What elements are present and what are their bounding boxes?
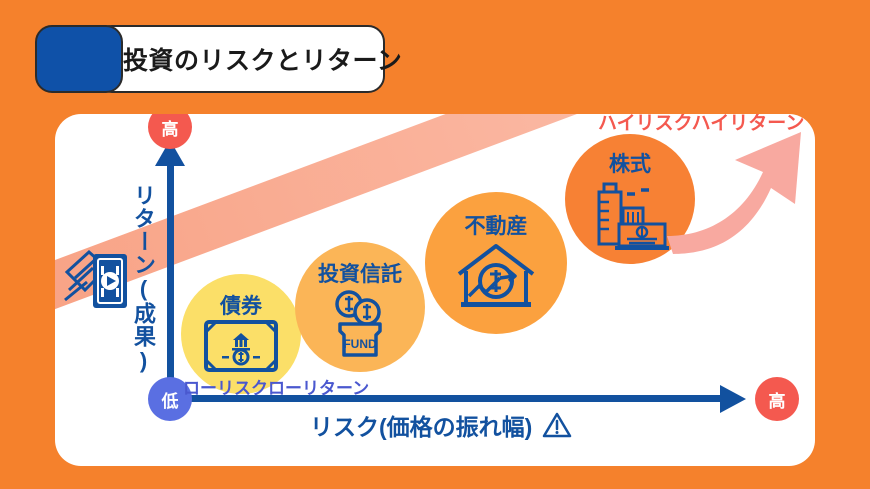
x-axis-arrowhead-icon bbox=[720, 385, 746, 413]
title-color-chip bbox=[35, 25, 123, 93]
origin-low-badge: 低 bbox=[148, 377, 192, 421]
bubble-stock-label: 株式 bbox=[609, 153, 651, 176]
x-axis-high-badge: 高 bbox=[755, 377, 799, 421]
bubble-bond-label: 債券 bbox=[220, 295, 262, 318]
up-right-arrow-icon bbox=[655, 124, 815, 254]
title-plate: 投資のリスクとリターン bbox=[95, 25, 402, 93]
banknote-bank-icon bbox=[204, 320, 278, 377]
x-axis-label: リスク(価格の振れ幅) bbox=[310, 414, 533, 440]
x-axis-label-group: リスク(価格の振れ幅) bbox=[310, 408, 572, 442]
warning-triangle-icon bbox=[542, 411, 572, 439]
house-dollar-icon bbox=[453, 240, 539, 317]
bubble-real-estate[interactable]: 不動産 bbox=[425, 192, 567, 334]
low-risk-caption: ローリスクローリターン bbox=[183, 379, 370, 398]
page-title: 投資のリスクとリターン bbox=[123, 47, 403, 75]
x-axis-line bbox=[167, 395, 727, 402]
high-risk-caption: ハイリスクハイリターン bbox=[598, 114, 805, 134]
chart-card: 債券 bbox=[55, 114, 815, 466]
bubble-investment-trust[interactable]: 投資信託 FUND bbox=[295, 242, 425, 372]
bubble-estate-label: 不動産 bbox=[464, 215, 528, 238]
bubble-trust-label: 投資信託 bbox=[318, 263, 402, 286]
fund-jar-coins-icon: FUND bbox=[322, 288, 398, 363]
svg-text:FUND: FUND bbox=[343, 337, 377, 351]
chart-area: 債券 bbox=[55, 114, 815, 466]
money-bills-icon bbox=[63, 242, 141, 320]
y-axis-line bbox=[167, 162, 174, 402]
title-banner: 投資のリスクとリターン bbox=[35, 25, 402, 93]
